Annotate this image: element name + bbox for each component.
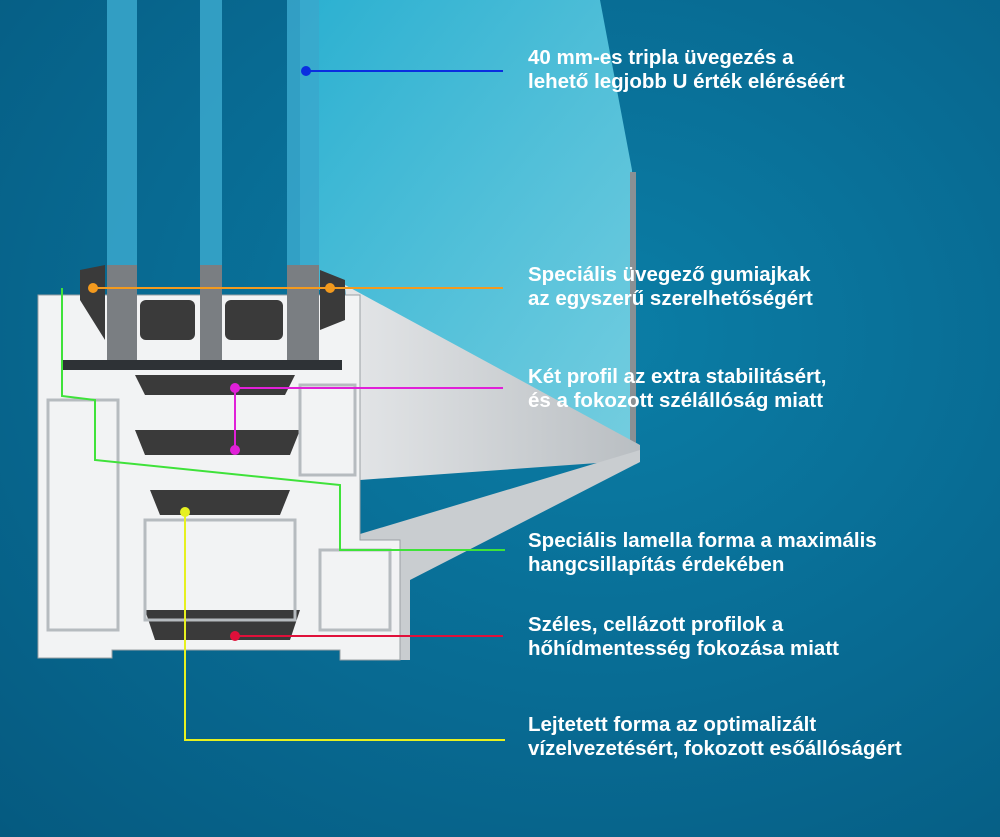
annotation-line: vízelvezetésért, fokozott esőállóságért [528, 737, 902, 760]
leader-cells [230, 631, 503, 641]
annotation-glazing: 40 mm-es tripla üvegezés a lehető legjob… [528, 46, 845, 94]
annotation-profiles: Két profil az extra stabilitásért, és a … [528, 365, 826, 413]
annotation-gasket: Speciális üvegező gumiajkak az egyszerű … [528, 263, 813, 311]
glass-edge [630, 172, 636, 447]
annotation-line: az egyszerű szerelhetőségért [528, 287, 813, 310]
annotation-line: Speciális üvegező gumiajkak [528, 263, 811, 286]
annotation-lamella: Speciális lamella forma a maximális hang… [528, 529, 877, 577]
annotation-line: Két profil az extra stabilitásért, [528, 365, 827, 388]
leader-glazing [301, 66, 503, 76]
leader-profiles [230, 383, 503, 455]
glass-pane-perspective [300, 0, 632, 445]
leader-slope [180, 507, 505, 741]
annotation-line: Lejtetett forma az optimalizált [528, 713, 817, 736]
annotation-line: lehető legjobb U érték eléréséért [528, 70, 845, 93]
annotation-line: hőhídmentesség fokozása miatt [528, 637, 839, 660]
annotation-line: és a fokozott szélállóság miatt [528, 389, 824, 412]
annotation-line: 40 mm-es tripla üvegezés a [528, 46, 794, 69]
glass-pane-3 [287, 0, 319, 270]
annotation-cells: Széles, cellázott profilok a hőhídmentes… [528, 613, 839, 661]
sash-extrusion [345, 285, 640, 560]
annotation-line: Széles, cellázott profilok a [528, 613, 784, 636]
glass-pane-2 [200, 0, 222, 270]
annotation-line: Speciális lamella forma a maximális [528, 529, 877, 552]
annotation-line: hangcsillapítás érdekében [528, 553, 785, 576]
annotation-slope: Lejtetett forma az optimalizált vízelvez… [528, 713, 902, 761]
glass-pane-1 [107, 0, 137, 270]
leader-lamella [61, 288, 505, 551]
leader-gasket [88, 283, 503, 293]
